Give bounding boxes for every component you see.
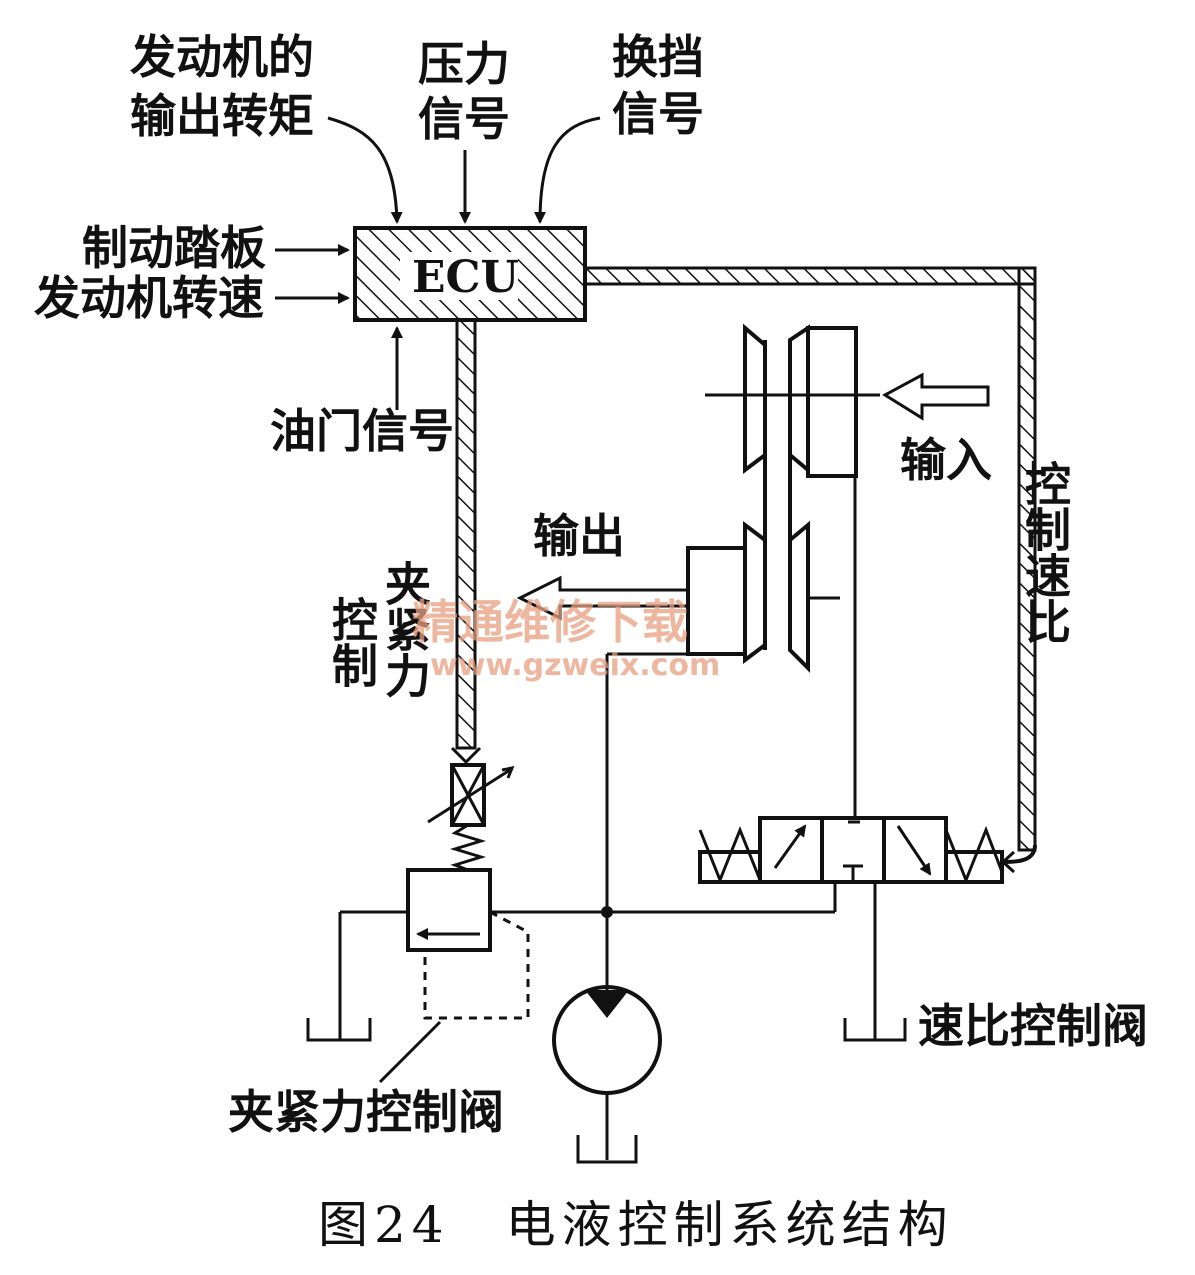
label-engine-speed: 发动机转速 xyxy=(34,271,264,325)
label-pressure-2: 信号 xyxy=(418,92,510,146)
label-shift-1: 换挡 xyxy=(612,30,704,84)
arrow-engine-torque xyxy=(327,116,403,224)
label-clamp-control-2: 控制 xyxy=(325,596,379,688)
label-throttle: 油门信号 xyxy=(270,404,454,458)
hydraulic-pump xyxy=(552,985,662,1164)
clamp-valve-leader xyxy=(378,1020,442,1084)
watermark-cn: 精通维修下载 xyxy=(412,595,688,649)
label-input: 输入 xyxy=(900,433,992,487)
cvt-pulleys xyxy=(516,323,990,673)
label-shift-2: 信号 xyxy=(612,87,704,141)
label-engine-torque-2: 输出转矩 xyxy=(130,89,314,143)
arrow-shift xyxy=(534,116,601,224)
figure-caption: 图24 电液控制系统结构 xyxy=(318,1196,954,1254)
ratio-signal-line xyxy=(583,266,1037,874)
clamp-signal-line xyxy=(450,318,482,765)
ratio-control-valve xyxy=(698,816,1004,885)
label-clamp-valve: 夹紧力控制阀 xyxy=(228,1085,504,1139)
label-brake-pedal: 制动踏板 xyxy=(82,221,266,275)
label-pressure-1: 压力 xyxy=(418,37,510,91)
label-ratio-valve: 速比控制阀 xyxy=(918,999,1148,1053)
label-output: 输出 xyxy=(533,509,625,563)
clamping-force-valve xyxy=(306,763,530,1042)
ratio-tank xyxy=(843,1018,907,1042)
label-clamp-control-1: 夹紧力 xyxy=(378,560,432,698)
label-ratio-control: 控制速比 xyxy=(1018,460,1072,644)
watermark-url: www.gzweix.com xyxy=(430,648,720,683)
ecu-label: ECU xyxy=(412,252,519,303)
label-engine-torque-1: 发动机的 xyxy=(130,30,314,84)
